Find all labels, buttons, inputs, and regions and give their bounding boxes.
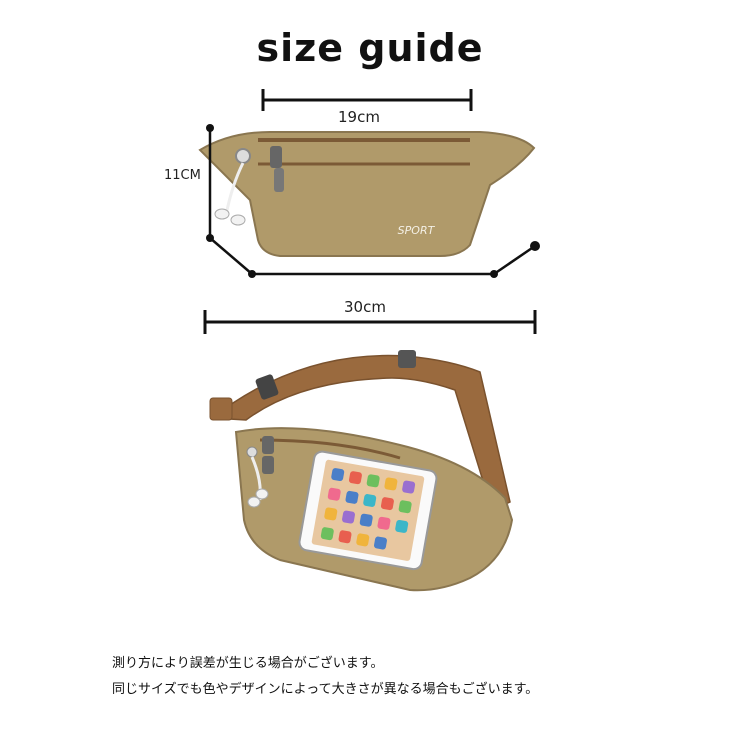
note-size-variation: 同じサイズでも色やデザインによって大きさが異なる場合もございます。 xyxy=(112,682,539,697)
width-top-label: 19cm xyxy=(338,108,380,126)
depth-guide xyxy=(206,124,540,278)
height-label: 11CM xyxy=(164,168,201,183)
width-bottom-label: 30cm xyxy=(344,298,386,316)
sport-label: SPORT xyxy=(398,224,436,237)
bag-image-top: SPORT xyxy=(198,131,536,257)
dimension-line-bottom xyxy=(203,310,537,334)
bag-image-bottom xyxy=(209,350,514,592)
note-measurement-error: 測り方により誤差が生じる場合がございます。 xyxy=(112,656,384,671)
page-title: size guide xyxy=(256,26,484,70)
dimension-line-top xyxy=(261,89,473,111)
